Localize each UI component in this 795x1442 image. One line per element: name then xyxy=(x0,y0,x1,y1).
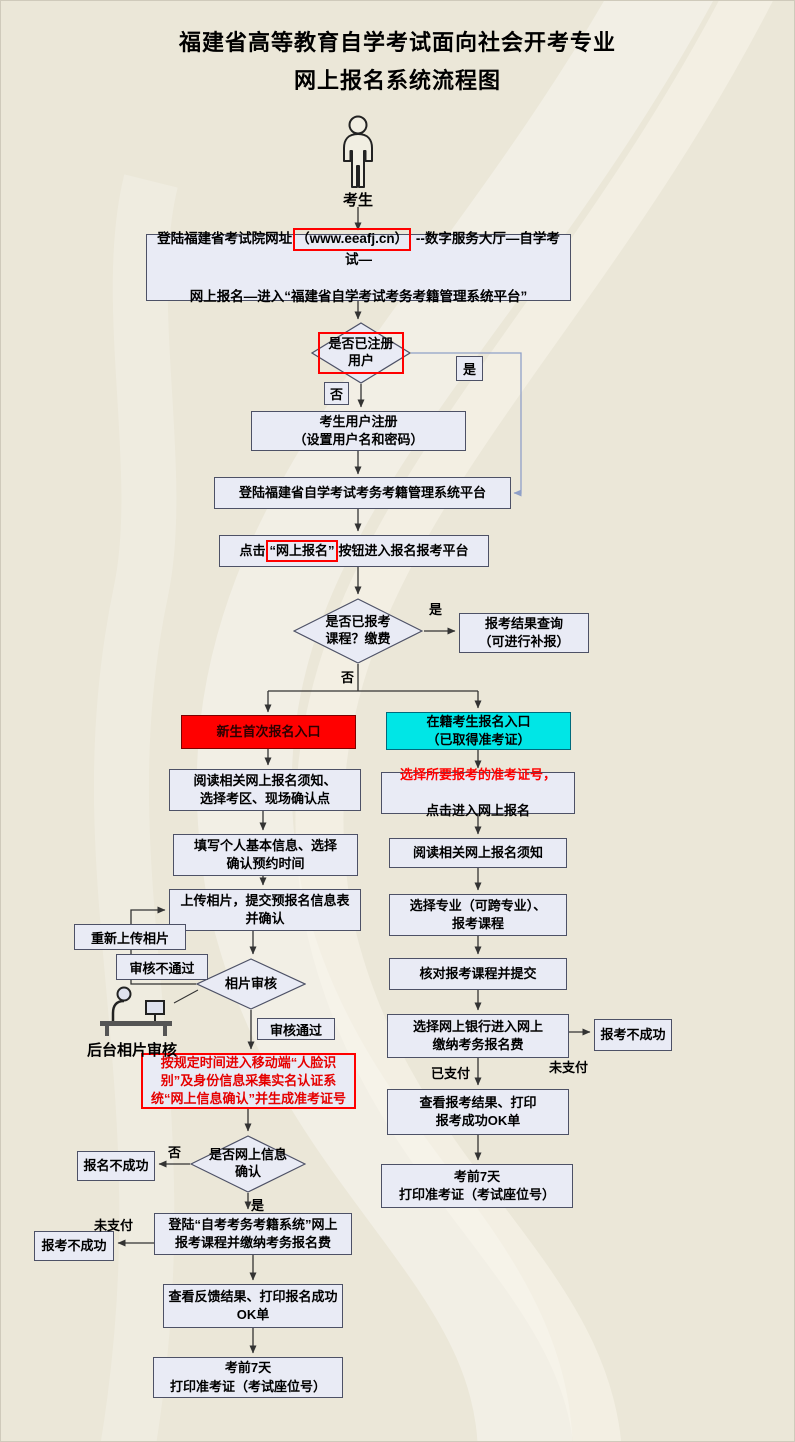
step-click-online-signup: 点击“网上报名”按钮进入报名报考平台 xyxy=(219,535,489,567)
step-read-notice-new: 阅读相关网上报名须知、 选择考区、现场确认点 xyxy=(169,769,361,811)
step-choose-major: 选择专业（可跨专业）、 报考课程 xyxy=(389,894,567,936)
step-view-result: 查看报考结果、打印 报考成功OK单 xyxy=(387,1089,569,1135)
label-yes-registered: 是 xyxy=(456,356,483,381)
step-login-system: 登陆福建省自学考试考务考籍管理系统平台 xyxy=(214,477,511,509)
label-paid: 已支付 xyxy=(431,1066,471,1081)
entry-new-student: 新生首次报名入口 xyxy=(181,715,356,749)
login-line1: 登陆福建省考试院网址（www.eeafj.cn） --数字服务大厅—自学考试— xyxy=(151,227,566,270)
step-exam-fail-right: 报考不成功 xyxy=(594,1019,672,1051)
decision-courses-paid: 是否已报考 课程？缴费 xyxy=(293,598,423,664)
choose-ticket-line2: 点击进入网上报名 xyxy=(425,803,530,819)
actor-icon xyxy=(327,115,389,189)
tag-review-pass: 审核通过 xyxy=(257,1018,335,1040)
login-text-post: --数字服务大厅—自学考试— xyxy=(345,230,560,267)
entry-existing-student: 在籍考生报名入口 （已取得准考证） xyxy=(386,712,571,750)
step-read-notice-old: 阅读相关网上报名须知 xyxy=(389,838,567,868)
title-line1: 福建省高等教育自学考试面向社会开考专业 xyxy=(178,30,616,55)
step-print-ticket-left: 考前7天 打印准考证（考试座位号） xyxy=(153,1357,343,1398)
step-face-id-confirm: 按规定时间进入移动端“人脸识别”及身份信息采集实名认证系统“网上信息确认”并生成… xyxy=(141,1053,356,1109)
choose-ticket-line1: 选择所要报考的准考证号， xyxy=(399,766,556,782)
step-exam-fail-left: 报考不成功 xyxy=(34,1231,114,1261)
label-no-confirm: 否 xyxy=(168,1145,182,1160)
step-feedback-print: 查看反馈结果、打印报名成功 OK单 xyxy=(163,1284,343,1328)
page-title: 福建省高等教育自学考试面向社会开考专业 网上报名系统流程图 xyxy=(1,25,794,95)
decision-photo-review-label: 相片审核 xyxy=(224,975,277,991)
decision-online-confirm: 是否网上信息 确认 xyxy=(190,1135,306,1193)
tag-reupload-photo: 重新上传相片 xyxy=(74,924,186,950)
title-line2: 网上报名系统流程图 xyxy=(293,68,501,93)
step-login-website: 登陆福建省考试院网址（www.eeafj.cn） --数字服务大厅—自学考试— … xyxy=(146,227,571,304)
label-unpaid-left: 未支付 xyxy=(94,1218,134,1233)
step-upload-photo: 上传相片，提交预报名信息表 并确认 xyxy=(169,889,361,931)
online-signup-highlight: “网上报名” xyxy=(266,539,338,563)
tag-review-fail: 审核不通过 xyxy=(116,954,208,980)
website-url: （www.eeafj.cn） xyxy=(293,227,412,251)
backstage-label: 后台相片审核 xyxy=(87,1042,178,1059)
decision-photo-review: 相片审核 xyxy=(196,958,306,1010)
click-pre: 点击 xyxy=(239,542,266,558)
login-text-pre: 登陆福建省考试院网址 xyxy=(157,230,293,246)
decision-courses-paid-label: 是否已报考 课程？缴费 xyxy=(325,614,391,646)
label-yes-confirm: 是 xyxy=(251,1198,265,1213)
step-user-register: 考生用户注册 （设置用户名和密码） xyxy=(251,411,466,451)
label-yes-applied: 是 xyxy=(429,602,443,617)
click-post: 按钮进入报名报考平台 xyxy=(338,542,469,558)
decision-online-confirm-label: 是否网上信息 确认 xyxy=(208,1147,287,1179)
backstage-reviewer-icon xyxy=(94,984,178,1036)
step-choose-ticket: 选择所要报考的准考证号， 点击进入网上报名 xyxy=(381,767,575,818)
actor-label: 考生 xyxy=(342,192,373,209)
step-print-ticket-right: 考前7天 打印准考证（考试座位号） xyxy=(381,1164,573,1208)
step-reg-fail: 报名不成功 xyxy=(77,1151,155,1181)
label-no-registered: 否 xyxy=(324,382,349,405)
label-no-applied: 否 xyxy=(341,670,355,685)
step-fill-info: 填写个人基本信息、选择 确认预约时间 xyxy=(173,834,358,876)
decision-registered-label: 是否已注册 用户 xyxy=(318,332,404,374)
step-verify-courses: 核对报考课程并提交 xyxy=(389,958,567,990)
step-pay-online: 选择网上银行进入网上 缴纳考务报名费 xyxy=(387,1014,569,1058)
step-result-query: 报考结果查询 （可进行补报） xyxy=(459,613,589,653)
step-pay-courses: 登陆“自考考务考籍系统”网上 报考课程并缴纳考务报名费 xyxy=(154,1213,352,1255)
decision-registered: 是否已注册 用户 xyxy=(311,322,411,384)
label-unpaid-right: 未支付 xyxy=(549,1060,589,1075)
login-line2: 网上报名—进入“福建省自学考试考务考籍管理系统平台” xyxy=(189,289,528,305)
